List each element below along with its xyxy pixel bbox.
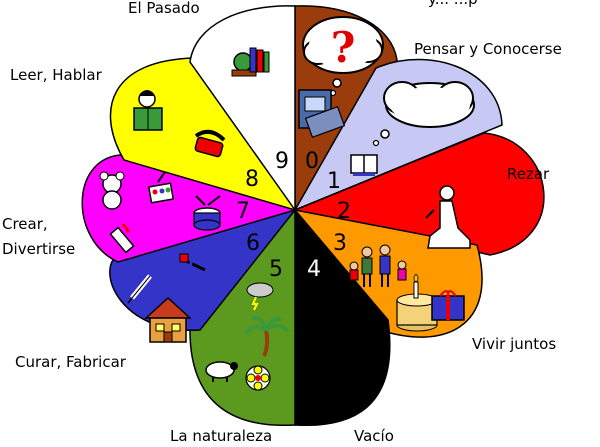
label-curar: Curar, Fabricar [15,353,126,371]
segment-number-0: 0 [305,149,319,174]
segment-number-2: 2 [337,199,351,224]
teddy-bear-icon [99,171,125,210]
thought-cloud-icon [372,81,475,147]
storm-cloud-icon [246,282,274,311]
label-pensar: Pensar y Conocerse [414,40,562,58]
petal-7 [81,154,298,263]
segment-number-1: 1 [327,169,341,194]
computer-icon [298,89,346,138]
segment-number-8: 8 [245,167,259,192]
segment-number-9: 9 [275,149,289,174]
syringe-icon [127,274,152,304]
flower-icon [245,365,271,391]
family-icon [349,244,407,287]
label-vivir: Vivir juntos [472,335,557,353]
gift-icon [431,290,465,321]
question-cloud-icon [302,16,384,97]
praying-figure-icon [425,185,471,249]
palm-tree-icon [244,315,290,357]
segment-number-3: 3 [333,231,347,256]
open-book-icon [350,154,378,176]
label-vacio: Vacío [354,427,394,445]
tools-icon [179,253,206,276]
label-leer: Leer, Hablar [10,66,102,84]
segment-number-4: 4 [307,257,321,282]
segment-number-7: 7 [236,199,250,224]
drum-icon [193,195,221,231]
segment-number-5: 5 [269,257,283,282]
label-crear-line1: Crear, [2,215,48,233]
label-top-right-cut: y... ...p [428,0,478,10]
house-icon [144,296,192,343]
paints-icon [147,171,175,204]
telephone-icon [194,129,226,158]
question-mark-icon: ? [331,23,356,72]
rocket-icon [109,223,135,254]
petal-2 [292,132,545,256]
label-pasado: El Pasado [128,0,200,17]
label-rezar: Rezar [507,165,550,183]
label-crear-line2: Divertirse [2,240,76,258]
petal-4 [294,207,391,427]
reader-icon [133,90,163,131]
label-naturaleza: La naturaleza [170,427,273,445]
globe-books-icon [231,47,270,77]
sheep-icon [205,361,238,382]
segment-number-6: 6 [246,231,260,256]
cake-icon [396,273,438,332]
